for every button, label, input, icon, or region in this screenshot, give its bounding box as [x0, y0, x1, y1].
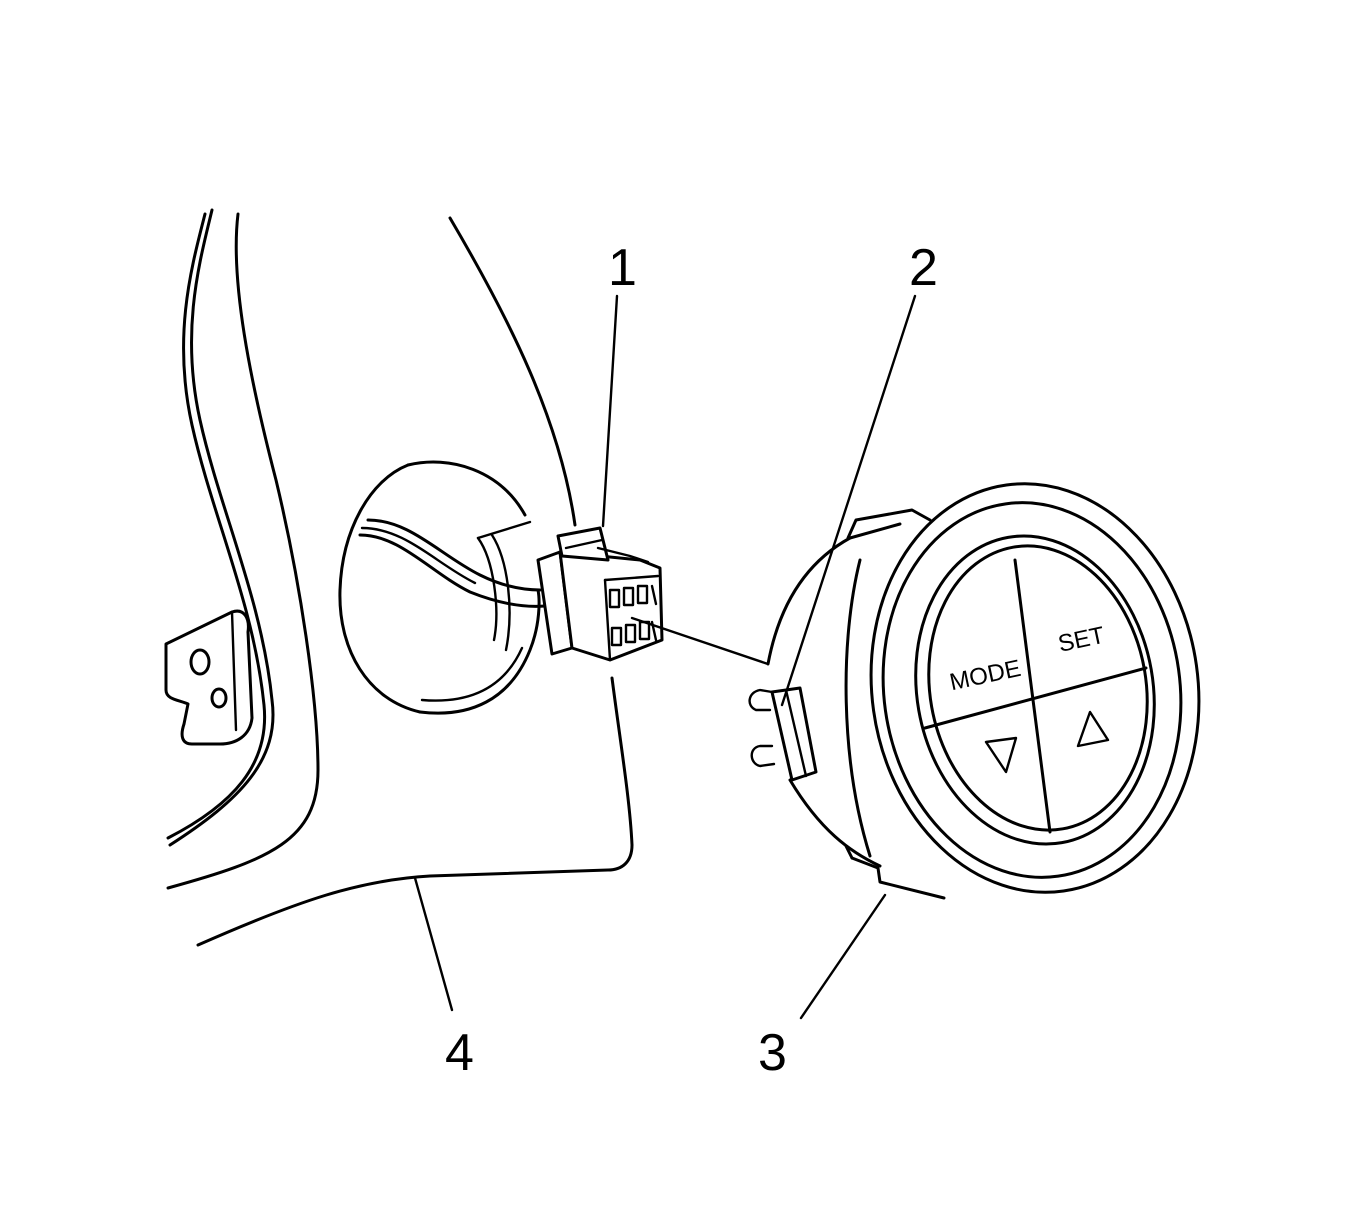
callout-4-leader	[413, 876, 454, 1012]
callout-1: 1	[608, 239, 637, 297]
callout-4: 4	[445, 1024, 474, 1082]
panel-opening	[338, 460, 541, 715]
triangle-down-icon	[984, 736, 1018, 774]
bracket-hole-lower	[210, 687, 228, 709]
wiring-harness	[358, 518, 547, 608]
callout-2: 2	[909, 239, 938, 297]
up-button[interactable]	[1076, 710, 1110, 748]
set-button[interactable]: SET	[1056, 622, 1108, 658]
electrical-connector	[536, 526, 664, 662]
mode-button[interactable]: MODE	[947, 655, 1023, 696]
button-divider-vertical	[1013, 558, 1052, 834]
retaining-clip	[748, 686, 818, 782]
trim-panel	[164, 208, 634, 947]
control-switch: MODE SET	[748, 482, 1201, 900]
button-divider-horizontal	[923, 666, 1148, 730]
callout-2-leader	[780, 294, 917, 707]
down-button[interactable]	[984, 736, 1018, 774]
callout-3: 3	[758, 1024, 787, 1082]
connection-guide-line	[630, 616, 770, 666]
callout-1-leader	[601, 294, 619, 528]
callout-3-leader	[799, 893, 887, 1020]
set-button-label: SET	[1056, 622, 1108, 658]
triangle-up-icon	[1076, 710, 1110, 748]
mounting-bracket	[164, 609, 254, 746]
bracket-hole-upper	[189, 648, 211, 676]
mode-button-label: MODE	[947, 655, 1023, 696]
